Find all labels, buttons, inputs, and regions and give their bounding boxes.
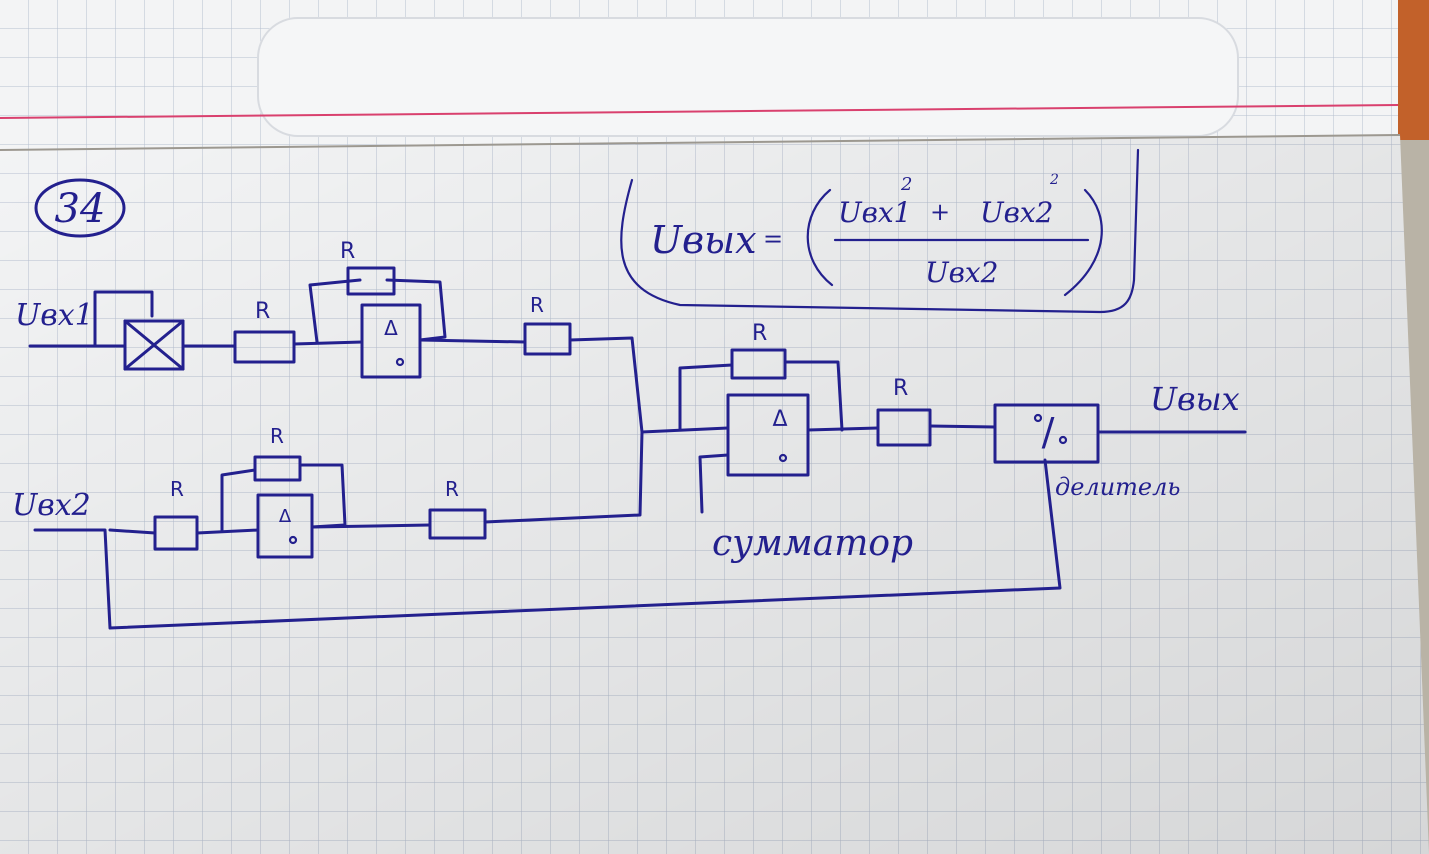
- formula-term2: Uвх2: [980, 196, 1054, 229]
- front-page: [0, 134, 1429, 854]
- formula-denominator: Uвх2: [925, 256, 999, 289]
- right-paren: [1063, 188, 1103, 297]
- opamp-2: Δ: [256, 493, 314, 559]
- problem-number-text: 34: [55, 186, 106, 232]
- divider-block: /: [993, 403, 1100, 464]
- opamp-2-symbol: Δ: [279, 506, 292, 527]
- resistor-2: R: [523, 293, 572, 356]
- formula-term1-exp: 2: [900, 174, 912, 195]
- resistor-1-label: R: [255, 299, 270, 324]
- margin-line: [0, 104, 1401, 119]
- resistor-4-label: R: [445, 477, 459, 501]
- resistor-5: R: [876, 376, 932, 447]
- formula-box: Uвых = Uвх1 2 + Uвх2 2 Uвх2: [620, 148, 1140, 314]
- resistor-feedback-1: R: [340, 239, 396, 296]
- input-1-label: Uвх1: [15, 298, 94, 333]
- formula-plus: +: [930, 198, 950, 226]
- resistor-feedback-2-label: R: [270, 424, 284, 448]
- divider-label: делитель: [1055, 473, 1180, 501]
- resistor-feedback-3: R: [730, 321, 787, 380]
- resistor-5-label: R: [893, 376, 908, 401]
- formula-equals: =: [763, 225, 783, 253]
- resistor-3: R: [153, 477, 199, 551]
- resistor-4: R: [428, 477, 487, 540]
- multiplier-block: [123, 319, 185, 371]
- summator-label: сумматор: [712, 523, 913, 564]
- resistor-3-label: R: [170, 477, 184, 501]
- formula-term2-exp: 2: [1049, 172, 1059, 188]
- back-page: [0, 0, 1429, 150]
- formula-term1: Uвх1: [838, 196, 912, 229]
- divider-symbol: /: [1042, 410, 1055, 454]
- opamp-1-symbol: Δ: [384, 316, 398, 340]
- formula-lhs: Uвых: [650, 218, 757, 262]
- resistor-feedback-3-label: R: [752, 321, 767, 346]
- resistor-1: R: [233, 299, 296, 364]
- left-paren: [806, 188, 834, 287]
- circuit-wires: [28, 278, 1247, 630]
- output-label: Uвых: [1150, 380, 1240, 418]
- resistor-feedback-2: R: [253, 424, 302, 482]
- input-2-label: Uвх2: [12, 488, 91, 523]
- problem-number: 34: [34, 178, 126, 238]
- opamp-1: Δ: [360, 303, 422, 379]
- resistor-2-label: R: [530, 293, 544, 317]
- summator-opamp: Δ: [726, 393, 810, 477]
- summator-opamp-symbol: Δ: [772, 407, 787, 432]
- resistor-feedback-1-label: R: [340, 239, 355, 264]
